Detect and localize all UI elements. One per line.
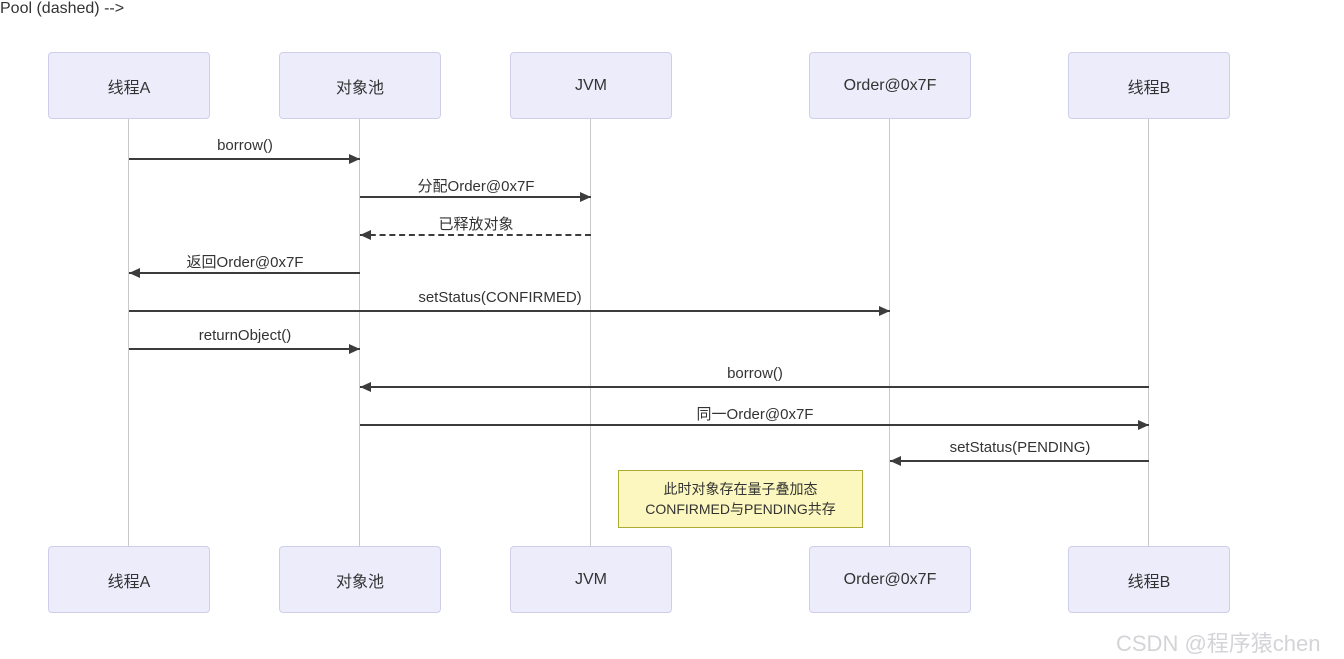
participant-jvm-top: JVM bbox=[510, 52, 672, 119]
message-return-order-label: 返回Order@0x7F bbox=[186, 254, 304, 271]
participant-thread-b-top: 线程B bbox=[1068, 52, 1230, 119]
message-same-order-line bbox=[360, 424, 1149, 426]
message-same-order-label: 同一Order@0x7F bbox=[696, 406, 814, 423]
message-released-object-label: 已释放对象 bbox=[438, 216, 514, 233]
note-quantum-superposition: 此时对象存在量子叠加态 CONFIRMED与PENDING共存 bbox=[618, 470, 863, 528]
arrowhead-right-icon bbox=[1138, 420, 1149, 430]
participant-order-top: Order@0x7F bbox=[809, 52, 971, 119]
participant-jvm-bottom: JVM bbox=[510, 546, 672, 613]
message-borrow-a-label: borrow() bbox=[217, 137, 273, 154]
message-set-status-confirmed-line bbox=[129, 310, 890, 312]
participant-thread-a-bottom: 线程A bbox=[48, 546, 210, 613]
participant-order-bottom: Order@0x7F bbox=[809, 546, 971, 613]
message-return-object-line bbox=[129, 348, 360, 350]
participant-object-pool-bottom: 对象池 bbox=[279, 546, 441, 613]
arrowhead-right-icon bbox=[580, 192, 591, 202]
message-set-status-pending-label: setStatus(PENDING) bbox=[949, 439, 1091, 456]
lifeline-order bbox=[889, 119, 890, 546]
lifeline-jvm bbox=[590, 119, 591, 546]
message-allocate-order-label: 分配Order@0x7F bbox=[417, 178, 535, 195]
arrowhead-right-icon bbox=[349, 344, 360, 354]
message-set-status-pending-line bbox=[890, 460, 1149, 462]
arrowhead-left-icon bbox=[890, 456, 901, 466]
note-line-1: 此时对象存在量子叠加态 bbox=[663, 481, 818, 497]
arrowhead-left-icon bbox=[360, 230, 371, 240]
participant-thread-a-top: 线程A bbox=[48, 52, 210, 119]
message-released-object-line bbox=[360, 234, 591, 236]
csdn-watermark: CSDN @程序猿chen bbox=[1116, 631, 1321, 656]
message-allocate-order-line bbox=[360, 196, 591, 198]
arrowhead-left-icon bbox=[360, 382, 371, 392]
message-borrow-b-line bbox=[360, 386, 1149, 388]
participant-object-pool-top: 对象池 bbox=[279, 52, 441, 119]
lifeline-object-pool bbox=[359, 119, 360, 546]
message-set-status-confirmed-label: setStatus(CONFIRMED) bbox=[418, 289, 582, 306]
message-borrow-b-label: borrow() bbox=[727, 365, 783, 382]
message-borrow-a-line bbox=[129, 158, 360, 160]
message-return-order-line bbox=[129, 272, 360, 274]
arrowhead-right-icon bbox=[879, 306, 890, 316]
lifeline-thread-a bbox=[128, 119, 129, 546]
arrowhead-right-icon bbox=[349, 154, 360, 164]
participant-thread-b-bottom: 线程B bbox=[1068, 546, 1230, 613]
note-line-2: CONFIRMED与PENDING共存 bbox=[645, 501, 836, 517]
arrowhead-left-icon bbox=[129, 268, 140, 278]
lifeline-thread-b bbox=[1148, 119, 1149, 546]
message-return-object-label: returnObject() bbox=[198, 327, 292, 344]
